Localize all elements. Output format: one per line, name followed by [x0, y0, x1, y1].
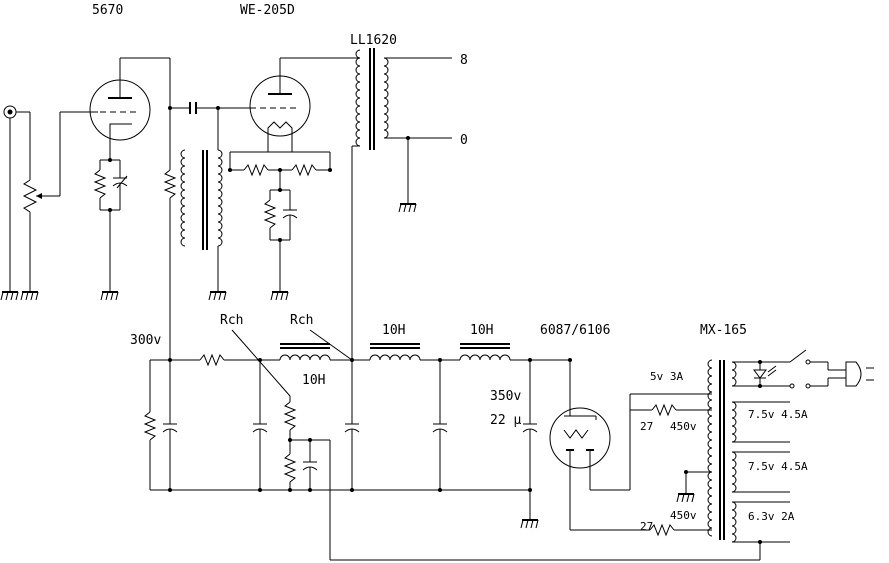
input-jack — [3, 105, 31, 292]
coupling-capacitor — [189, 102, 250, 150]
interstage-transformer — [180, 149, 223, 292]
plate-resistor-27-top — [630, 403, 700, 417]
tube-we205d — [249, 57, 352, 140]
rectifier-tube — [549, 393, 700, 531]
reservoir-capacitor — [522, 360, 538, 490]
rch-arrow-1 — [231, 329, 291, 397]
cap-voltage-label: 350v — [490, 389, 521, 404]
resistor-27-top-label: 27 — [640, 420, 653, 433]
ground-symbol-ct — [676, 493, 695, 503]
choke-2 — [369, 343, 421, 361]
rch-arrow-2 — [309, 329, 353, 361]
tube-5670 — [89, 57, 171, 160]
winding-450v-top-label: 450v — [670, 420, 697, 433]
ground-symbol-input-1 — [0, 291, 19, 301]
choke-3 — [459, 343, 511, 361]
tap-8-label: 8 — [460, 53, 468, 68]
ac-plug-icon — [828, 361, 874, 387]
power-switch — [760, 349, 829, 389]
filter-capacitor-3 — [344, 360, 360, 490]
b-plus-voltage-label: 300v — [130, 333, 161, 348]
choke-1 — [279, 343, 352, 361]
screen-divider — [283, 396, 760, 561]
filament-hum-balance — [228, 140, 332, 190]
winding-450v-bottom-label: 450v — [670, 509, 697, 522]
cap-value-label: 22 µ — [490, 413, 521, 428]
ground-symbol-we205d — [270, 291, 289, 301]
filter-capacitor-2 — [252, 360, 268, 490]
winding-6v3-label: 6.3v 2A — [748, 510, 795, 523]
rectifier-label: 6087/6106 — [540, 323, 610, 338]
winding-7v5-a-label: 7.5v 4.5A — [748, 408, 808, 421]
bleeder-resistor — [143, 360, 157, 490]
tube-we205d-label: WE-205D — [240, 3, 295, 18]
ground-symbol-output — [398, 203, 417, 213]
tap-0-label: 0 — [460, 133, 468, 148]
power-transformer-mx165 — [684, 359, 790, 560]
resistor-27-bottom-label: 27 — [640, 520, 653, 533]
plate-load-resistor — [163, 106, 190, 360]
choke-10h-label-2: 10H — [382, 323, 405, 338]
ground-symbol-input-2 — [20, 291, 39, 301]
winding-5v-label: 5v 3A — [650, 370, 683, 383]
winding-7v5-b-label: 7.5v 4.5A — [748, 460, 808, 473]
volume-potentiometer — [22, 111, 98, 292]
rch-label-2: Rch — [290, 313, 313, 328]
output-transformer-ll1620 — [351, 48, 452, 360]
cathode-rc-we205d — [263, 188, 298, 292]
choke-10h-label-3: 10H — [470, 323, 493, 338]
filter-capacitor-4 — [432, 360, 448, 490]
ll1620-label: LL1620 — [350, 33, 397, 48]
plate-resistor-27-bottom — [649, 523, 700, 537]
tube-5670-label: 5670 — [92, 3, 123, 18]
mx165-label: MX-165 — [700, 323, 747, 338]
filter-capacitor-1 — [162, 360, 178, 490]
power-led-indicator — [732, 360, 777, 388]
ground-symbol-psu — [520, 519, 539, 529]
choke-10h-label-1: 10H — [302, 373, 325, 388]
ground-rail — [150, 488, 532, 520]
ground-symbol-interstage — [208, 291, 227, 301]
cathode-rc-5670 — [93, 158, 128, 292]
rch-label-1: Rch — [220, 313, 243, 328]
ground-symbol-5670 — [100, 291, 119, 301]
